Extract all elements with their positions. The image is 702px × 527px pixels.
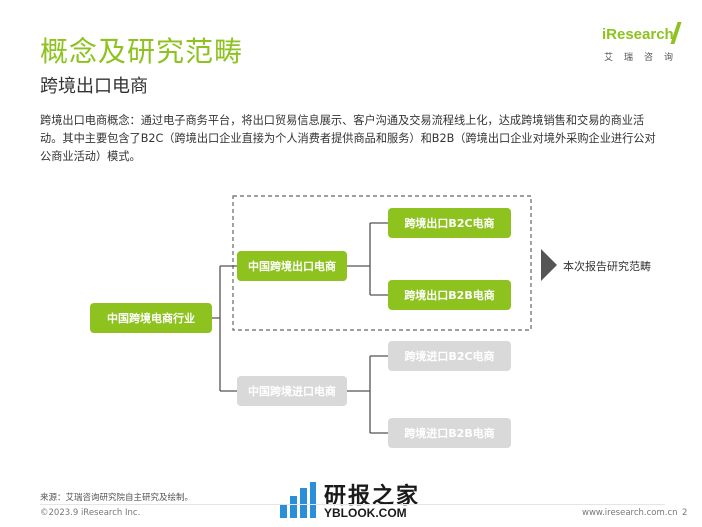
copyright: ©2023.9 iResearch Inc. [40,508,141,518]
logo-subtitle: 艾瑞咨询 [604,53,685,63]
node-import-b2b: 跨境进口B2B电商 [388,418,511,448]
logo-brand: iResearch [602,26,674,43]
page-number: 2 [682,508,688,518]
footer-divider [40,504,665,505]
watermark-en: YBLOOK.COM [324,506,407,520]
node-export-ecommerce: 中国跨境出口电商 [237,251,347,281]
watermark-chart-icon [280,482,316,518]
scope-arrow-icon [541,249,557,281]
node-import-ecommerce: 中国跨境进口电商 [237,376,347,406]
root-connector [212,265,237,392]
node-import-b2c: 跨境进口B2C电商 [388,341,511,371]
import-connector [347,355,388,434]
watermark: 研报之家 YBLOOK.COM [276,476,436,522]
source-note: 来源：艾瑞咨询研究院自主研究及绘制。 [40,493,194,503]
footer-url[interactable]: www.iresearch.com.cn [582,508,678,518]
node-export-b2c: 跨境出口B2C电商 [388,208,511,238]
page-title: 概念及研究范畴 [40,35,244,68]
scope-label: 本次报告研究范畴 [563,260,651,273]
scope-dashed-border [232,195,532,331]
node-root-industry: 中国跨境电商行业 [90,303,212,333]
page-subtitle: 跨境出口电商 [40,76,148,97]
iresearch-logo: iResearch 艾瑞咨询 [600,20,688,70]
concept-description: 跨境出口电商概念：通过电子商务平台，将出口贸易信息展示、客户沟通及交易流程线上化… [40,114,656,163]
export-connector [347,222,388,296]
node-export-b2b: 跨境出口B2B电商 [388,280,511,310]
